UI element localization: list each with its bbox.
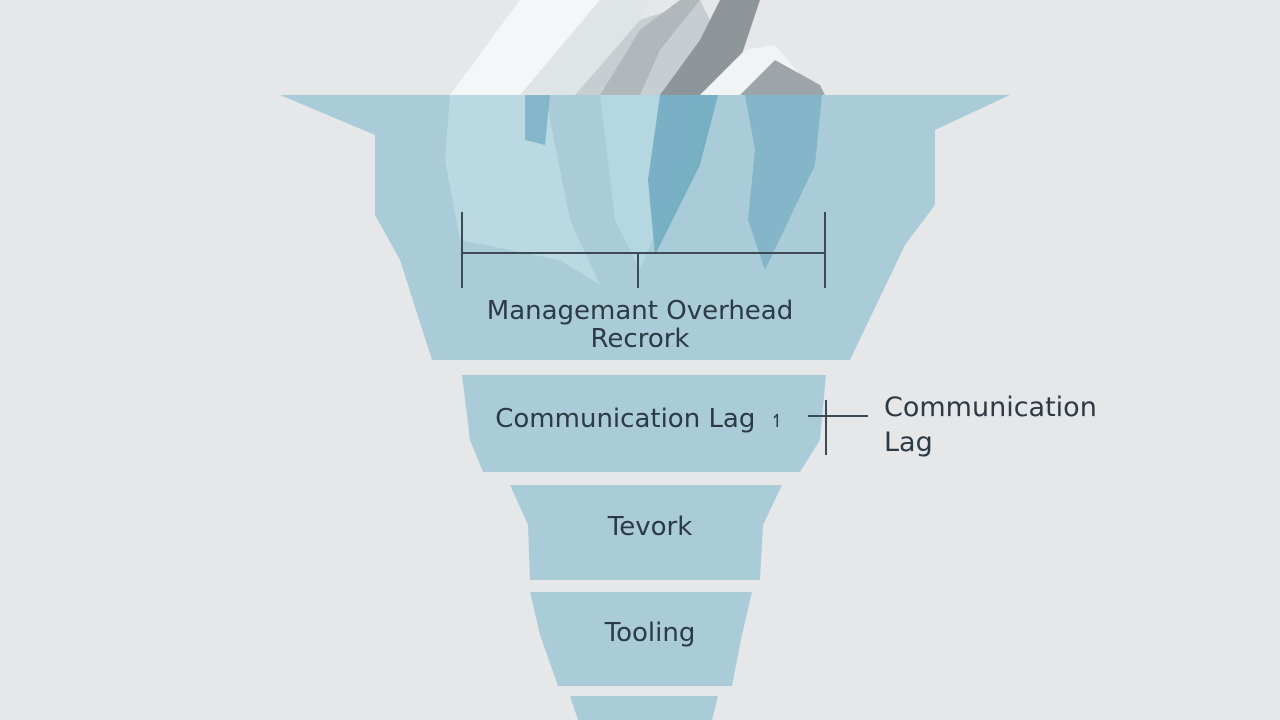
layer-label-management-line1: Managemant Overhead <box>486 296 794 326</box>
callout-line2: Lag <box>884 427 933 458</box>
layer-label-communication: Communication Lag ↿ <box>460 404 820 434</box>
callout-connector <box>808 400 868 455</box>
funnel-layer-2 <box>462 375 826 472</box>
funnel-layer-5 <box>570 696 718 720</box>
layer-label-tevork: Tevork <box>607 512 693 542</box>
funnel-layer-3 <box>510 485 782 580</box>
callout-line1: Communication <box>884 392 1097 423</box>
layer-label-management: Managemant Overhead Recrork <box>440 297 840 353</box>
funnel-layer-4 <box>530 592 752 686</box>
callout-label: Communication Lag <box>884 390 1097 460</box>
bracket-top <box>461 212 826 288</box>
layer-label-management-line2: Recrork <box>590 324 690 354</box>
submerged-ice <box>445 95 822 285</box>
iceberg-tip <box>450 0 825 95</box>
layer-label-communication-text: Communication Lag <box>495 404 756 434</box>
layer-marker-icon: ↿ <box>769 411 785 432</box>
layer-label-tooling: Tooling <box>604 618 696 648</box>
